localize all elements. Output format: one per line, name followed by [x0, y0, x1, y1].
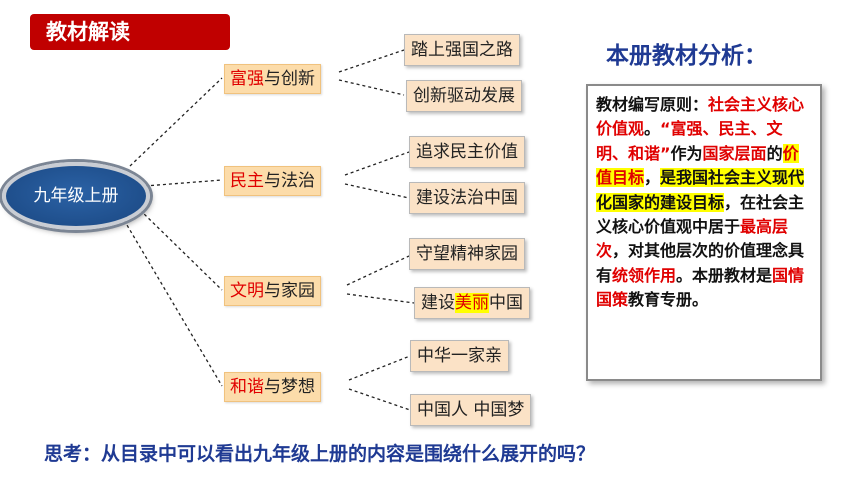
analysis-segment: “富强、民主、文明、和谐”: [596, 119, 783, 163]
leaf-node: 建设美丽中国: [414, 287, 530, 319]
connector-root-branch-3: [139, 209, 223, 291]
branch-highlight: 民主: [230, 171, 264, 191]
leaf-node: 守望精神家园: [409, 238, 525, 270]
connector-b4-leaf-2: [348, 388, 411, 411]
connector-b1-leaf-1: [338, 49, 405, 73]
leaf-node: 创新驱动发展: [406, 80, 522, 112]
analysis-segment: 作为: [670, 143, 703, 163]
root-node: 九年级上册: [2, 162, 150, 230]
branch-rest: 与法治: [264, 171, 315, 191]
connector-root-branch-2: [144, 179, 223, 187]
connector-b2-leaf-1: [344, 151, 410, 176]
branch-node-harmony: 和谐与梦想: [224, 372, 321, 402]
branch-node-civility: 文明与家园: [224, 276, 321, 306]
analysis-segment: 社会主义核心价值观: [596, 95, 805, 139]
branch-rest: 与创新: [264, 69, 315, 89]
connector-b3-leaf-2: [346, 293, 415, 304]
connector-root-branch-4: [123, 219, 223, 387]
analysis-segment: 。: [644, 119, 661, 139]
analysis-segment: ，在社会主义核心价值观中居于: [596, 192, 805, 237]
branch-rest: 与梦想: [264, 377, 315, 397]
leaf-text-pre: 建设: [421, 293, 455, 313]
analysis-segment: 国家层面: [702, 143, 767, 163]
branch-node-prosperity: 富强与创新: [224, 64, 321, 94]
leaf-text-post: 中国: [489, 293, 523, 313]
leaf-node: 追求民主价值: [409, 136, 525, 168]
leaf-node: 中国人 中国梦: [410, 394, 532, 426]
analysis-segment: ，对其他层次的价值理念具有: [596, 241, 805, 285]
connector-b2-leaf-2: [344, 183, 410, 199]
leaf-node: 建设法治中国: [409, 182, 525, 214]
section-banner: 教材解读: [30, 14, 230, 50]
analysis-box: 教材编写原则：社会主义核心价值观。“富强、民主、文明、和谐”作为国家层面的价值目…: [586, 84, 822, 381]
branch-rest: 与家园: [264, 281, 315, 301]
branch-highlight: 富强: [230, 69, 264, 89]
analysis-segment: 国情国策: [596, 265, 805, 310]
leaf-node: 踏上强国之路: [404, 34, 520, 66]
leaf-node: 中华一家亲: [410, 340, 509, 372]
connector-root-branch-1: [129, 77, 223, 167]
branch-highlight: 和谐: [230, 377, 264, 397]
analysis-segment: 教育专册。: [628, 290, 709, 310]
analysis-paragraph: 教材编写原则：社会主义核心价值观。“富强、民主、文明、和谐”作为国家层面的价值目…: [596, 93, 812, 313]
leaf-text-highlight: 美丽: [455, 293, 489, 313]
analysis-segment: ，: [644, 168, 661, 188]
connector-b4-leaf-1: [348, 355, 411, 381]
connector-b3-leaf-1: [346, 255, 410, 286]
analysis-segment: 统领作用: [612, 265, 677, 285]
analysis-segment: 。本册教材是: [676, 265, 773, 285]
branch-highlight: 文明: [230, 281, 264, 301]
analysis-segment: 的: [766, 143, 783, 163]
analysis-segment: 最高层次: [596, 217, 789, 261]
connector-b1-leaf-2: [338, 79, 405, 96]
branch-node-democracy: 民主与法治: [224, 166, 321, 196]
analysis-title: 本册教材分析：: [606, 43, 767, 69]
question-text: 思考：从目录中可以看出九年级上册的内容是围绕什么展开的吗？: [44, 443, 596, 465]
analysis-segment: 教材编写原则：: [596, 95, 709, 114]
